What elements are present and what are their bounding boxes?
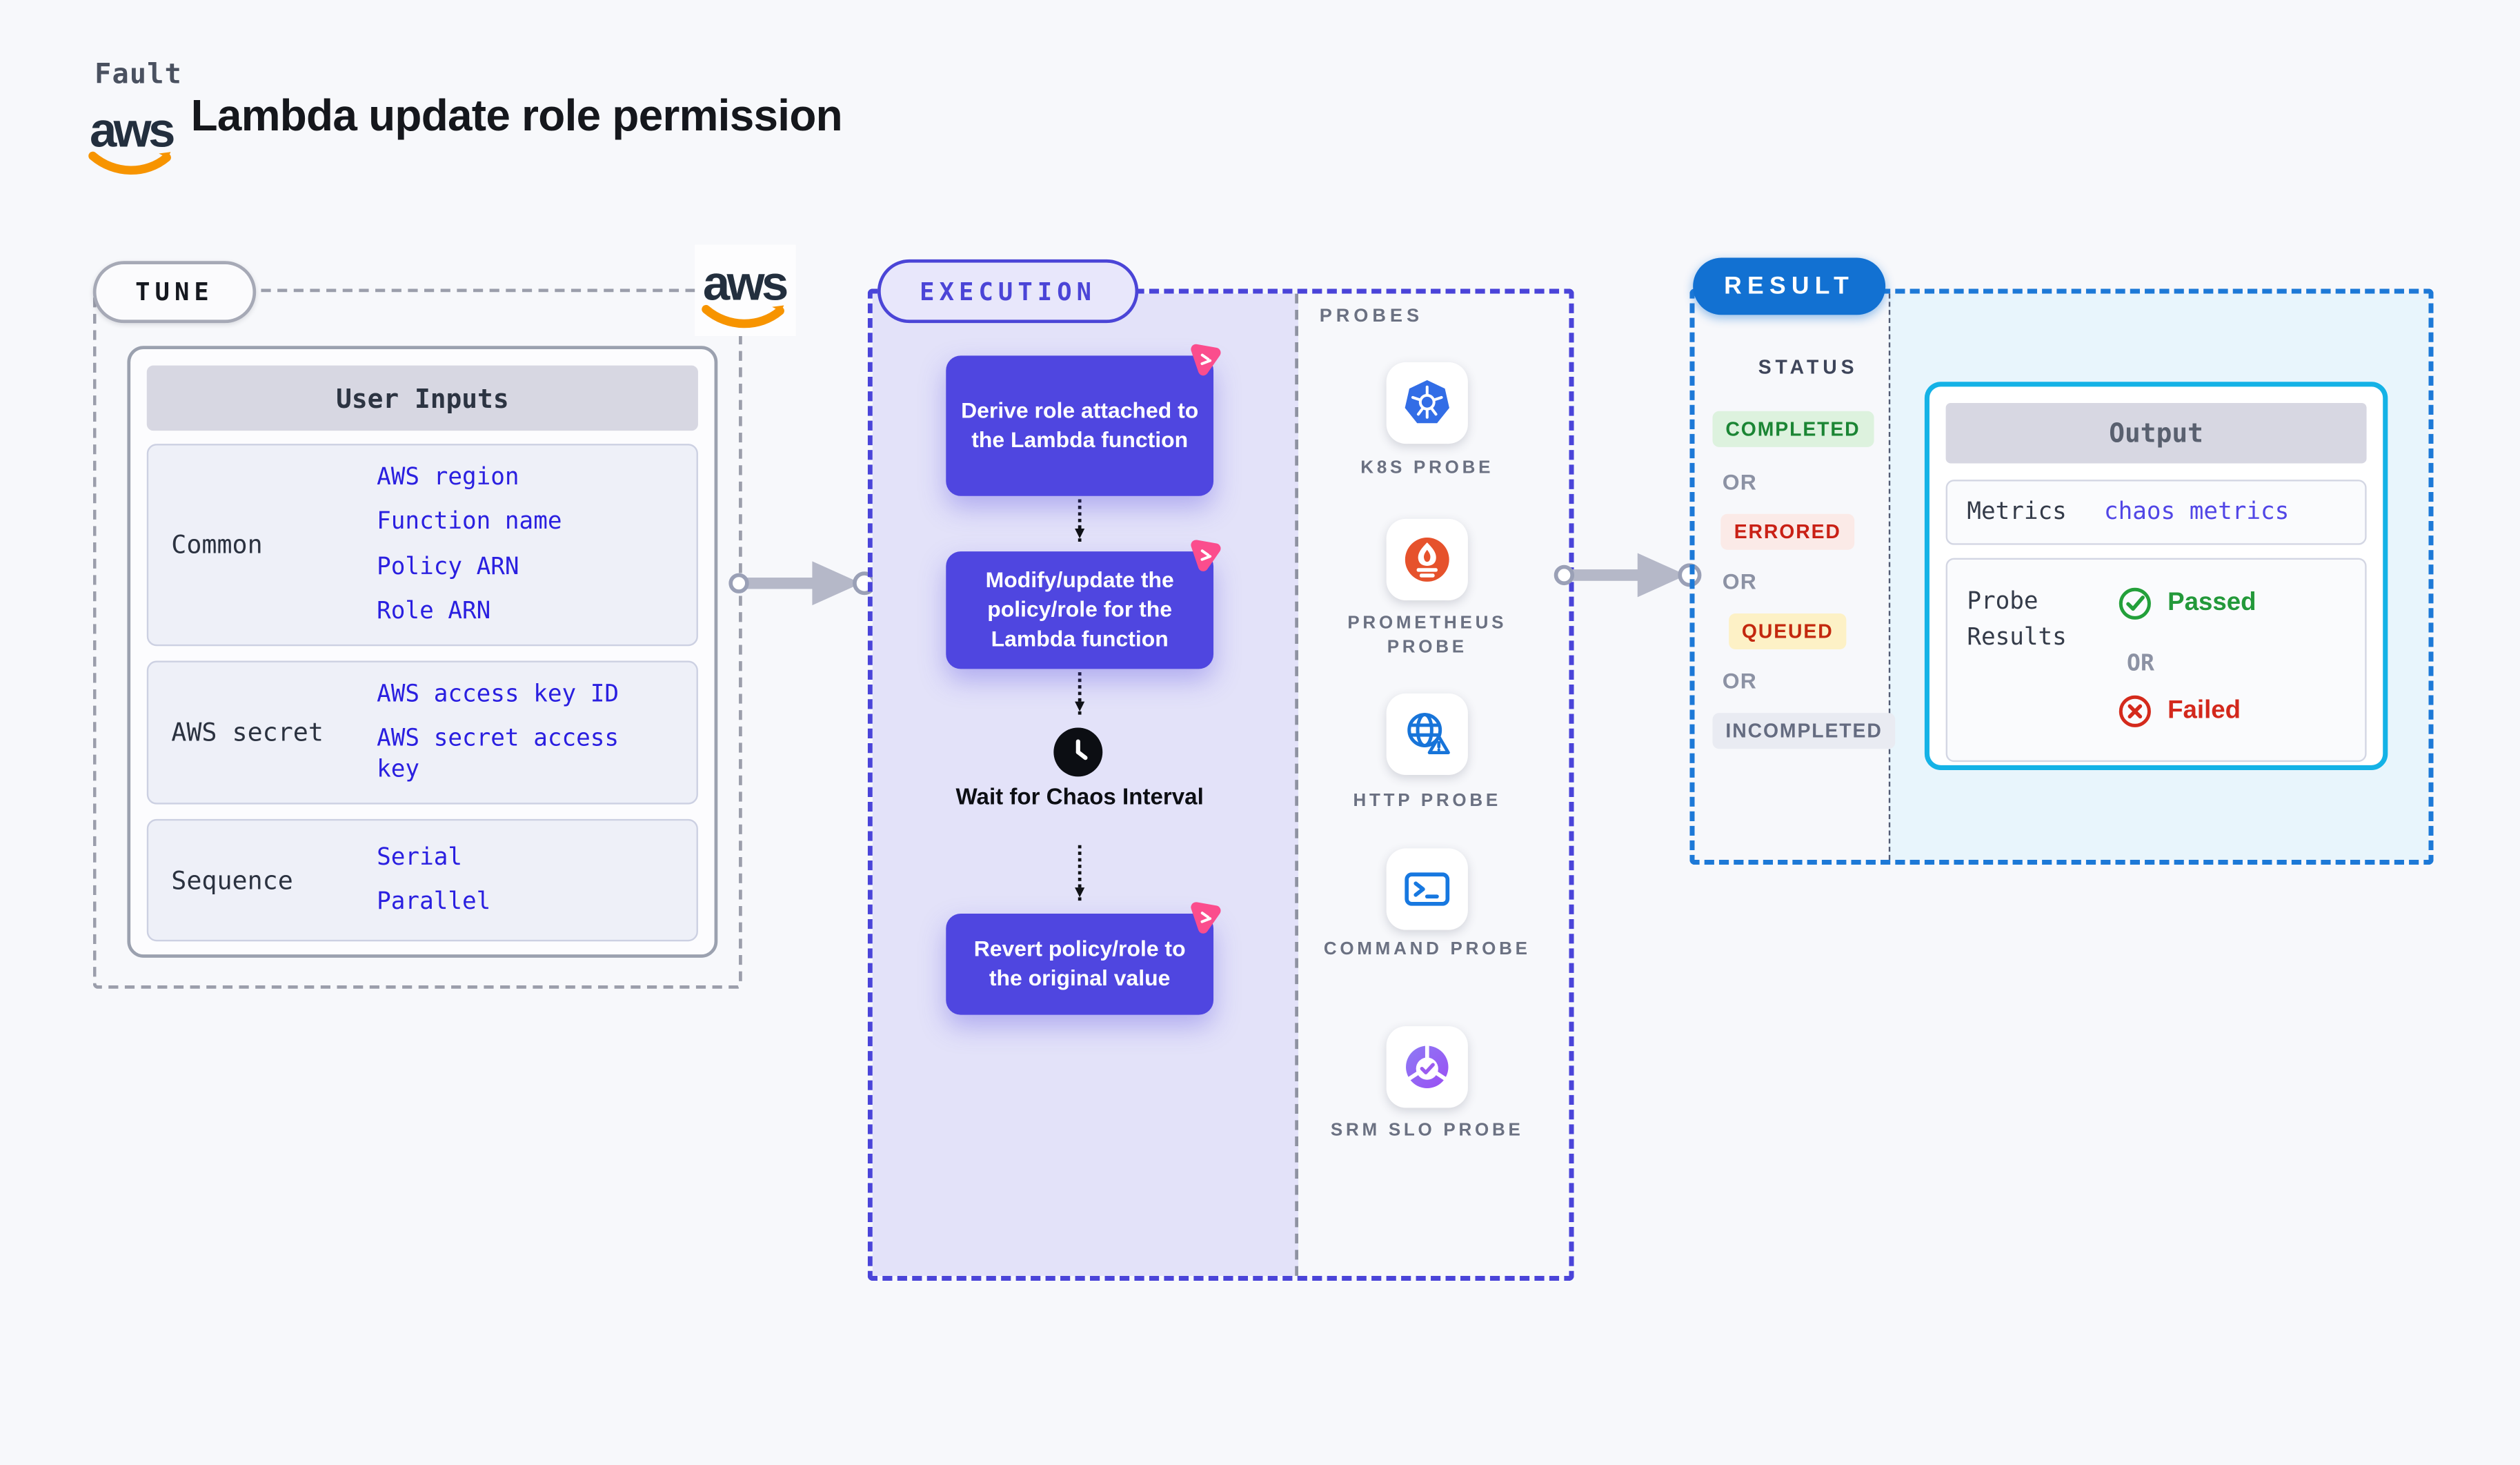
flow-arrow-icon <box>728 561 877 606</box>
step-label: Derive role attached to the Lambda funct… <box>961 397 1199 452</box>
status-badge-incompleted: INCOMPLETED <box>1712 713 1896 749</box>
flow-connector <box>1075 499 1085 542</box>
row-value: Policy ARN <box>377 553 519 580</box>
or-separator: OR <box>1722 469 1757 495</box>
status-badge-completed: COMPLETED <box>1712 411 1874 447</box>
probe-result-passed: Passed <box>2117 586 2256 622</box>
probe-results-label: Probe Results <box>1967 589 2067 651</box>
status-badge-queued: QUEUED <box>1728 613 1847 649</box>
tune-section-box <box>92 288 742 989</box>
flow-connector <box>1075 845 1085 901</box>
or-separator: OR <box>1722 569 1757 594</box>
probe-card-srm-slo <box>1386 1026 1468 1108</box>
probe-card-k8s <box>1386 362 1468 444</box>
output-row-metrics: Metrics chaos metrics <box>1945 480 2367 545</box>
execution-step-modify-policy: Modify/update the policy/role for the La… <box>946 540 1221 669</box>
status-label: STATUS <box>1758 355 1858 379</box>
tune-pill: TUNE <box>92 261 257 324</box>
command-terminal-icon <box>1405 872 1450 906</box>
probe-result-failed: Failed <box>2117 694 2241 729</box>
chaos-metrics-link: chaos metrics <box>2103 499 2290 526</box>
prometheus-icon <box>1405 538 1449 582</box>
x-circle-icon <box>2119 695 2151 727</box>
row-value: AWS access key ID <box>377 682 619 709</box>
metrics-label: Metrics <box>1967 499 2067 526</box>
fault-eyebrow: Fault <box>95 59 183 92</box>
result-pill: RESULT <box>1693 257 1886 315</box>
table-row-common: Common AWS region Function name Policy A… <box>146 444 698 647</box>
srm-slo-icon <box>1406 1045 1449 1088</box>
check-circle-icon <box>2119 587 2151 620</box>
kubernetes-icon <box>1405 380 1449 424</box>
http-globe-icon <box>1407 713 1450 755</box>
chaos-fault-icon <box>1191 540 1221 571</box>
row-value: Function name <box>377 509 562 536</box>
passed-label: Passed <box>2167 589 2256 617</box>
row-label: Sequence <box>171 865 293 895</box>
flow-arrow-icon <box>1554 553 1702 598</box>
probes-label: PROBES <box>1319 306 1424 326</box>
aws-logo-text: aws <box>90 102 174 157</box>
execution-step-derive-role: Derive role attached to the Lambda funct… <box>946 344 1221 496</box>
probe-label-prometheus: PROMETHEUS PROBE <box>1347 613 1507 658</box>
probe-card-prometheus <box>1386 518 1468 601</box>
status-badge-errored: ERRORED <box>1720 513 1854 550</box>
or-separator: OR <box>2127 651 2154 678</box>
row-value: AWS secret access key <box>377 727 619 783</box>
row-label: AWS secret <box>171 718 324 747</box>
row-value: Serial <box>377 845 463 872</box>
chaos-fault-icon <box>1191 344 1221 376</box>
probe-card-command <box>1386 848 1468 930</box>
row-value: AWS region <box>377 465 519 492</box>
table-row-sequence: Sequence Serial Parallel <box>146 818 698 942</box>
failed-label: Failed <box>2167 696 2241 725</box>
row-value: Role ARN <box>377 598 491 625</box>
or-separator: OR <box>1722 669 1757 694</box>
table-row-aws-secret: AWS secret AWS access key ID AWS secret … <box>146 660 698 805</box>
probe-label-k8s: K8S PROBE <box>1360 458 1494 478</box>
step-label: Modify/update the policy/role for the La… <box>985 567 1174 651</box>
probe-label-http: HTTP PROBE <box>1353 791 1501 812</box>
user-inputs-header: User Inputs <box>146 365 698 431</box>
clock-icon <box>1053 727 1103 777</box>
row-label: Common <box>171 530 263 560</box>
output-card: Output Metrics chaos metrics Probe Resul… <box>1924 382 2388 770</box>
execution-step-revert-policy: Revert policy/role to the original value <box>946 902 1221 1015</box>
probe-label-command: COMMAND PROBE <box>1323 939 1531 960</box>
chaos-fault-icon <box>1191 902 1221 934</box>
output-header: Output <box>1945 402 2367 464</box>
user-inputs-table: User Inputs Common AWS region Function n… <box>127 346 718 958</box>
probe-card-http <box>1386 693 1468 776</box>
output-row-probe-results: Probe Results Passed OR Failed <box>1945 558 2367 763</box>
row-value: Parallel <box>377 889 491 916</box>
wait-step-label: Wait for Chaos Interval <box>955 783 1204 809</box>
execution-pill: EXECUTION <box>877 259 1139 324</box>
aws-logo: aws <box>88 102 176 175</box>
probe-label-srm-slo: SRM SLO PROBE <box>1330 1121 1524 1141</box>
svg-text:aws: aws <box>703 256 787 311</box>
flow-connector <box>1075 672 1085 715</box>
step-label: Revert policy/role to the original value <box>973 936 1186 991</box>
page-title: Lambda update role permission <box>190 91 843 141</box>
aws-logo: aws <box>695 244 796 337</box>
